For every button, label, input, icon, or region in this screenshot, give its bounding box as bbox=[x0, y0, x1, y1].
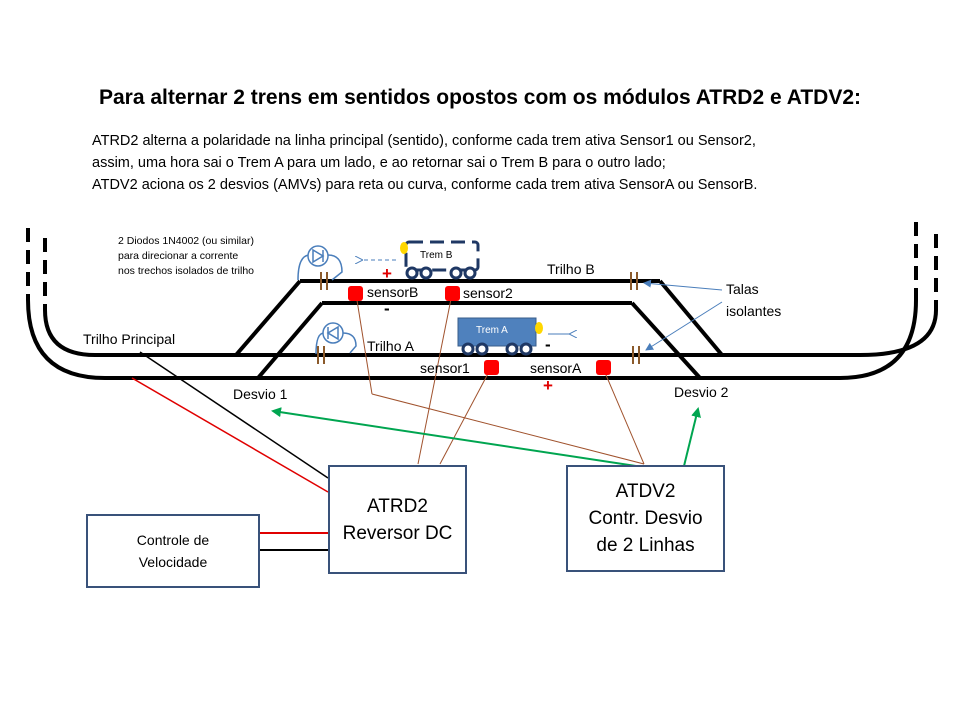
atrd2-module: ATRD2 Reversor DC bbox=[328, 465, 467, 574]
label-desvio-1: Desvio 1 bbox=[233, 386, 288, 402]
description: ATRD2 alterna a polaridade na linha prin… bbox=[92, 130, 922, 196]
sensor-wires bbox=[355, 293, 645, 465]
sensor-2-marker bbox=[445, 286, 460, 301]
label-trilho-b: Trilho B bbox=[547, 261, 595, 277]
trem-a bbox=[457, 317, 570, 356]
atdv2-line: ATDV2 bbox=[615, 481, 676, 502]
trem-b bbox=[362, 240, 480, 280]
label-sensor-b: sensorB bbox=[367, 284, 419, 300]
left-track-end-dashes bbox=[26, 222, 938, 310]
plus-sign-trilho-b: + bbox=[382, 264, 392, 283]
sensors bbox=[348, 286, 611, 375]
label-trilho-a: Trilho A bbox=[367, 338, 414, 354]
label-desvio-2: Desvio 2 bbox=[674, 384, 729, 400]
talas-arrows bbox=[643, 279, 723, 351]
green-wire-desvio2 bbox=[683, 407, 701, 467]
insulating-joints bbox=[317, 272, 640, 364]
controle-velocidade-module: Controle de Velocidade bbox=[86, 514, 260, 588]
trilho-b-rails bbox=[234, 279, 724, 380]
sensor-1-marker bbox=[484, 360, 499, 375]
description-line: assim, uma hora sai o Trem A para um lad… bbox=[92, 155, 666, 171]
atrd2-line: Reversor DC bbox=[342, 522, 453, 544]
minus-sign-trilho-a: - bbox=[545, 335, 551, 354]
minus-sign-trilho-b: - bbox=[384, 299, 390, 318]
trem-b-label: Trem B bbox=[420, 250, 453, 261]
label-sensor-1: sensor1 bbox=[420, 360, 470, 376]
controle-line: Velocidade bbox=[138, 554, 208, 570]
atdv2-line: Contr. Desvio bbox=[588, 508, 703, 529]
main-track-outer bbox=[26, 299, 918, 380]
green-wire-desvio1 bbox=[271, 407, 637, 467]
diode-a-icon bbox=[315, 322, 357, 355]
atdv2-line: de 2 Linhas bbox=[596, 535, 695, 556]
label-sensor-2: sensor2 bbox=[463, 285, 513, 301]
label-talas-line: Talas bbox=[726, 281, 759, 297]
label-talas-line: isolantes bbox=[726, 303, 782, 319]
main-track-inner bbox=[43, 309, 938, 357]
plus-sign-trilho-a: + bbox=[543, 376, 553, 395]
description-line: ATRD2 alterna a polaridade na linha prin… bbox=[92, 133, 756, 149]
label-trilho-principal: Trilho Principal bbox=[83, 331, 176, 347]
atrd2-line: ATRD2 bbox=[367, 495, 428, 517]
description-line: ATDV2 aciona os 2 desvios (AMVs) para re… bbox=[92, 177, 758, 193]
diode-note: 2 Diodos 1N4002 (ou similar) para direci… bbox=[118, 234, 254, 279]
trem-a-label: Trem A bbox=[476, 325, 508, 336]
label-sensor-a: sensorA bbox=[530, 360, 582, 376]
sensor-b-marker bbox=[348, 286, 363, 301]
red-feed-wire bbox=[131, 377, 329, 493]
diode-note-line: nos trechos isolados de trilho bbox=[118, 265, 254, 277]
black-feed-wire bbox=[139, 351, 329, 479]
page-title: Para alternar 2 trens em sentidos oposto… bbox=[98, 86, 861, 109]
diode-b-icon bbox=[297, 245, 343, 281]
label-talas: Talas isolantes bbox=[726, 278, 781, 322]
atdv2-module: ATDV2 Contr. Desvio de 2 Linhas bbox=[566, 465, 725, 572]
controle-line: Controle de bbox=[136, 532, 210, 548]
diode-note-line: para direcionar a corrente bbox=[118, 250, 239, 262]
sensor-a-marker bbox=[596, 360, 611, 375]
diode-note-line: 2 Diodos 1N4002 (ou similar) bbox=[118, 235, 254, 247]
